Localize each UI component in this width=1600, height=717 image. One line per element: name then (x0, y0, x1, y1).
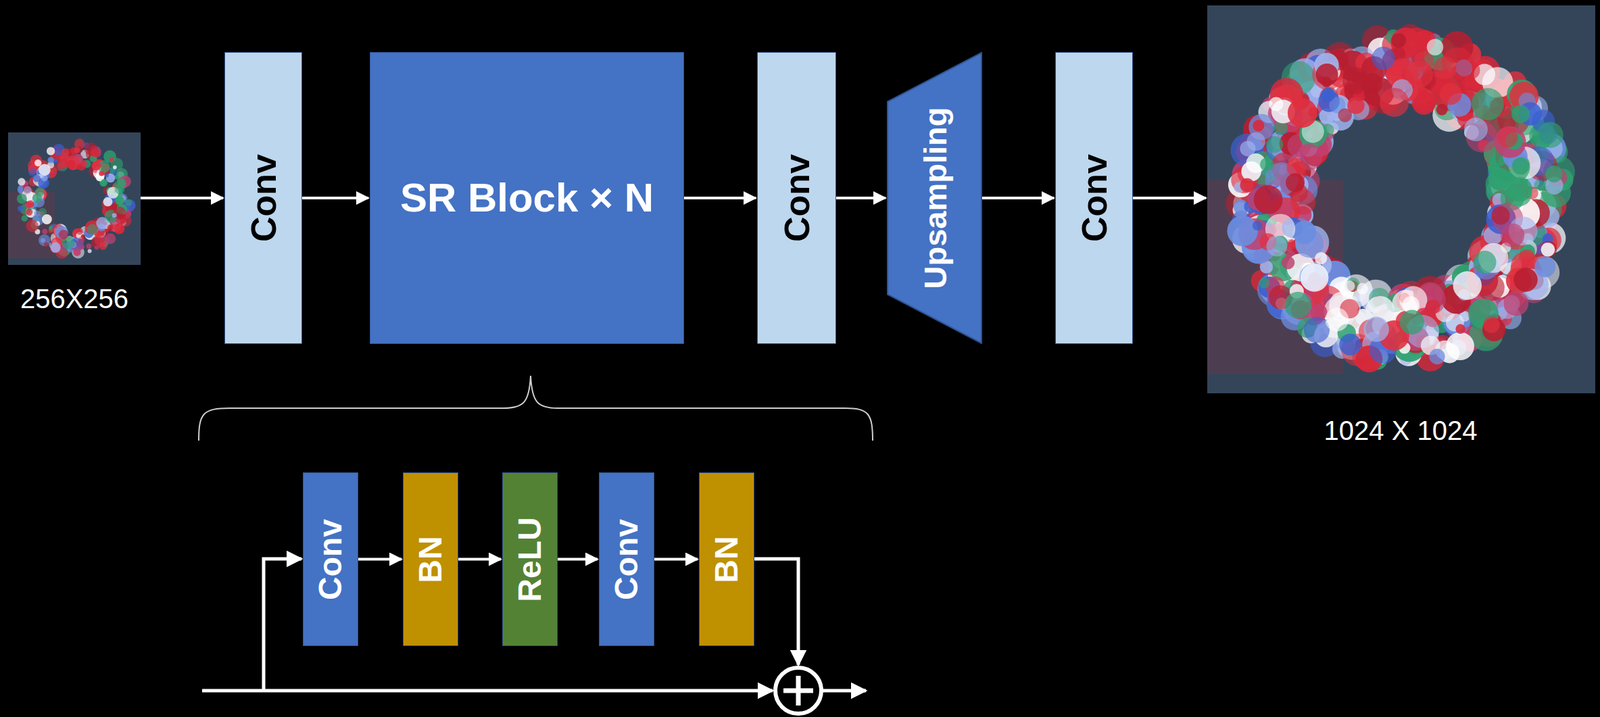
conv-layer: Conv (757, 52, 837, 345)
layer-label: Conv (314, 519, 347, 601)
sum-symbol (775, 667, 822, 714)
relu-layer: ReLU (502, 472, 558, 647)
conv-layer: Conv (224, 52, 303, 345)
layer-label: ReLU (513, 517, 547, 602)
flow-arrow (654, 558, 698, 562)
skip-line (202, 689, 773, 693)
conv-layer: Conv (1055, 52, 1133, 345)
layer-label: SR Block × N (400, 177, 654, 219)
flow-arrow (458, 558, 501, 562)
output-arrow (1132, 196, 1206, 200)
input-arrow (140, 196, 224, 200)
layer-label: Conv (610, 519, 643, 601)
branch-line (263, 559, 302, 691)
flow-arrow (684, 196, 756, 200)
layer-label: Upsampling (918, 107, 951, 290)
layer-label: Conv (246, 154, 282, 242)
layer-label: Conv (779, 154, 815, 242)
output-image (1207, 5, 1596, 394)
size-label: 256X256 (20, 283, 129, 314)
flow-arrow (557, 558, 598, 562)
upsampling-layer: Upsampling (886, 52, 983, 345)
sr-block: SR Block × N (369, 52, 685, 345)
batchnorm-layer: BN (698, 472, 755, 647)
batchnorm-layer: BN (402, 472, 459, 647)
flow-arrow (982, 196, 1054, 200)
conv-layer: Conv (598, 472, 655, 647)
conv-layer: Conv (302, 472, 359, 647)
layer-label: BN (414, 536, 447, 583)
layer-label: BN (710, 536, 743, 583)
residual-line (754, 559, 799, 666)
block-output-line (822, 689, 866, 693)
expand-bracket (198, 375, 873, 441)
input-image (8, 132, 141, 265)
layer-label: Conv (1076, 154, 1112, 242)
flow-arrow (358, 558, 402, 562)
flow-arrow (302, 196, 369, 200)
size-label: 1024 X 1024 (1324, 415, 1478, 446)
flow-arrow (836, 196, 886, 200)
